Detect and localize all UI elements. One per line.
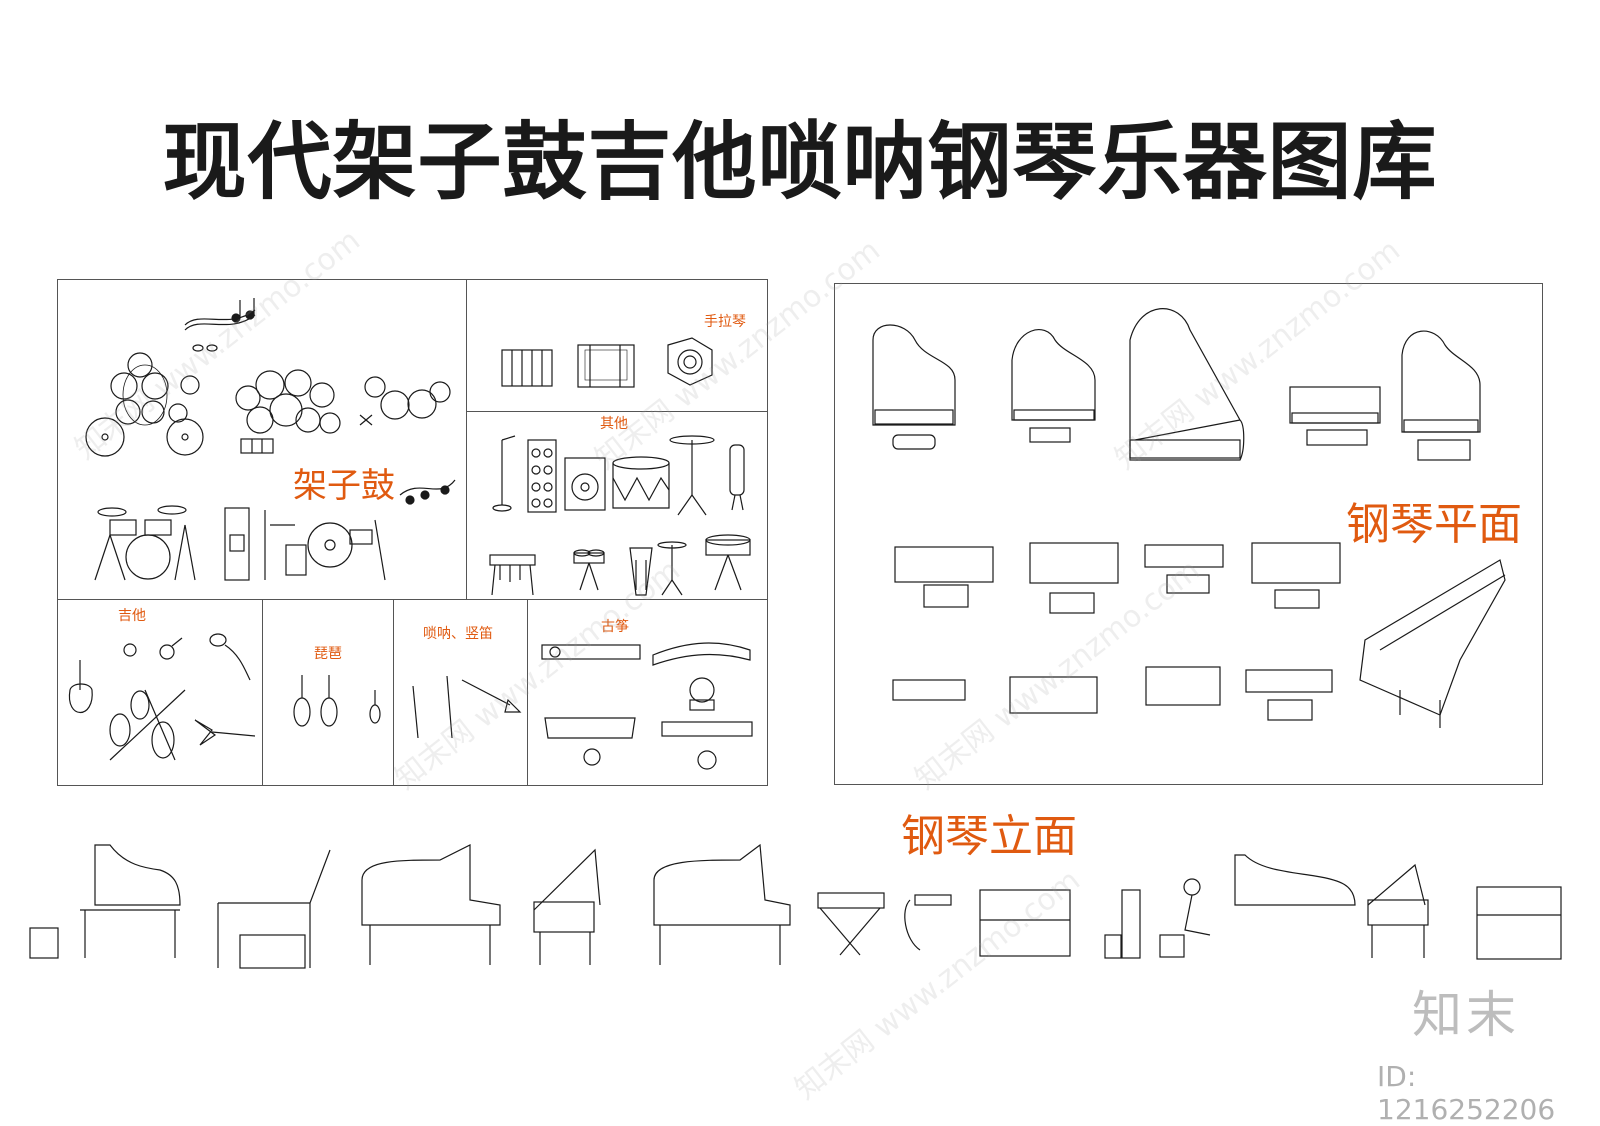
guzheng-label: 古筝 xyxy=(601,619,629,635)
music-notes-1 xyxy=(184,298,256,352)
bongo-drums xyxy=(573,549,605,591)
watermark-logo: 知末 xyxy=(1412,986,1520,1044)
speaker-cabinet xyxy=(527,439,557,513)
drum-kit-plan-3 xyxy=(359,376,451,426)
upright-piano-plan-1 xyxy=(1289,386,1381,446)
conga-drum xyxy=(729,444,745,511)
piano-plan-panel xyxy=(834,283,1543,785)
subwoofer xyxy=(564,457,606,511)
page-title: 现代架子鼓吉他唢呐钢琴乐器图库 xyxy=(162,112,1438,211)
guitar-label: 吉他 xyxy=(118,608,146,624)
drum-kit-plan-2 xyxy=(235,369,341,454)
pipa-label: 琵琶 xyxy=(314,646,342,662)
piano-elevation-label: 钢琴立面 xyxy=(901,811,1077,862)
drum-kit-elevation-1 xyxy=(94,505,196,581)
music-notes-2 xyxy=(399,479,456,505)
guzheng-cell xyxy=(527,599,768,786)
grand-piano-plan-1 xyxy=(872,324,956,450)
grand-piano-plan-4 xyxy=(1401,330,1481,461)
concertina xyxy=(667,337,713,386)
accordion-2 xyxy=(577,344,635,388)
djembe-drum xyxy=(629,547,653,596)
cymbal-stand-2 xyxy=(657,541,687,596)
accordion-1 xyxy=(501,349,553,387)
grand-piano-perspective xyxy=(1359,559,1506,728)
v-guitar xyxy=(194,719,256,746)
guzheng-group xyxy=(541,642,753,770)
snare-drum xyxy=(705,534,751,591)
drum-kit-elevation-2 xyxy=(224,507,386,581)
cymbal-stand xyxy=(669,435,715,516)
grand-piano-plan-2 xyxy=(1011,329,1096,443)
drums-label: 架子鼓 xyxy=(293,466,395,506)
pipa-group xyxy=(293,675,381,727)
accordion-label: 手拉琴 xyxy=(704,314,746,330)
electric-guitar xyxy=(68,660,93,714)
mic-stand xyxy=(492,435,516,512)
piano-plan-label: 钢琴平面 xyxy=(1346,499,1522,550)
microphone xyxy=(209,633,251,681)
grand-piano-plan-3 xyxy=(1129,308,1245,461)
marimba xyxy=(489,554,536,596)
keyboards-row xyxy=(892,666,1333,721)
upright-pianos-row xyxy=(894,542,1341,614)
other-label: 其他 xyxy=(600,416,628,432)
watermark-id: ID: 1216252206 xyxy=(1377,1060,1556,1126)
bass-drum xyxy=(612,456,670,509)
banjo xyxy=(123,637,183,660)
violin-group xyxy=(109,689,186,761)
suona-flute-label: 唢呐、竖笛 xyxy=(423,626,493,642)
piano-elevation-row xyxy=(29,843,1562,969)
suona-flute-group xyxy=(412,675,522,739)
drum-kit-plan-1 xyxy=(85,352,204,457)
